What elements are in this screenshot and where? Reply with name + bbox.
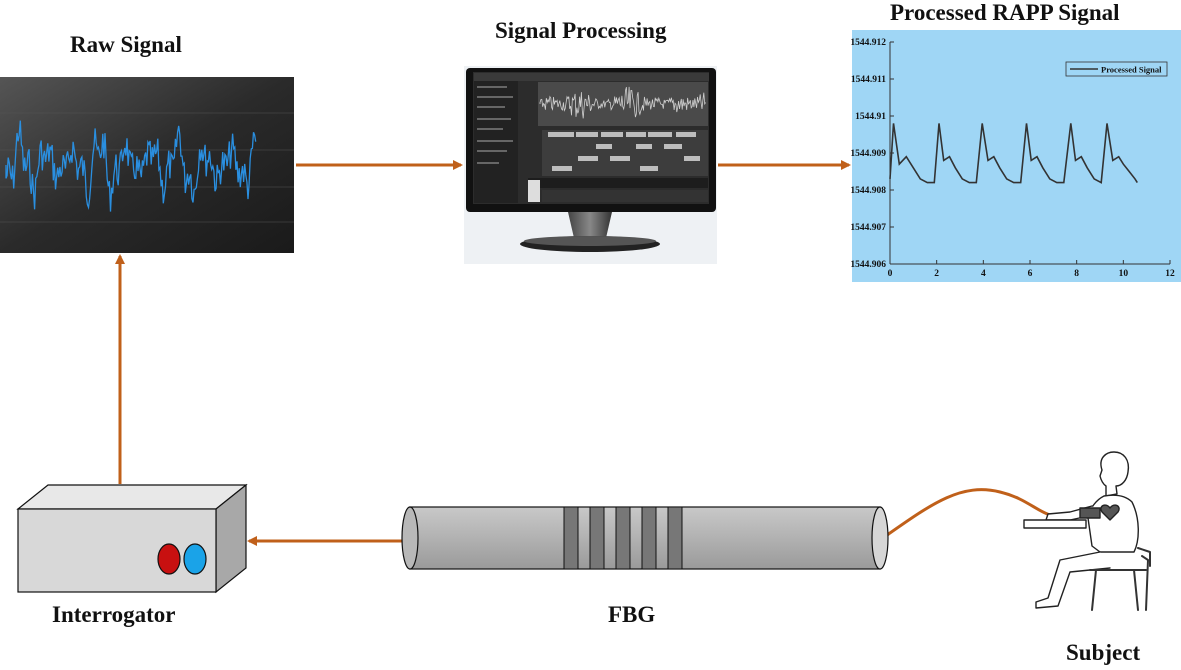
raw-waveform-trace	[5, 120, 257, 212]
daw-sidebar	[474, 73, 518, 203]
fbg-fiber-tube	[401, 506, 889, 570]
daw-audio-track	[538, 82, 708, 126]
x-tick-label: 4	[981, 269, 986, 279]
processed-signal-chart: 1544.9061544.9071544.9081544.9091544.911…	[850, 30, 1181, 282]
x-axis-ticks: 0 2 4 6 8 10 12	[888, 260, 1175, 279]
fbg-gratings	[563, 506, 683, 570]
y-tick-label: 1544.91	[855, 112, 886, 122]
interrogator-device	[16, 483, 248, 594]
chart-legend: Processed Signal	[1065, 61, 1168, 77]
daw-waveform-trace	[539, 86, 706, 119]
heart-icon	[1100, 504, 1120, 521]
raw-signal-title: Raw Signal	[70, 32, 182, 57]
chart-background	[852, 30, 1181, 282]
subject-figure	[1023, 451, 1151, 611]
y-tick-label: 1544.906	[850, 260, 886, 270]
y-tick-label: 1544.911	[851, 75, 886, 85]
blue-knob	[183, 543, 207, 575]
raw-waveform	[5, 120, 257, 212]
daw-sidebar-rows	[477, 86, 513, 164]
signal-processing-title: Signal Processing	[495, 18, 667, 43]
flow-arrows	[115, 160, 1051, 546]
processed-signal-title: Processed RAPP Signal	[890, 0, 1120, 25]
y-tick-label: 1544.909	[850, 149, 886, 159]
raw-signal-panel	[0, 77, 294, 253]
fbg-label: FBG	[608, 602, 656, 627]
y-tick-label: 1544.907	[850, 223, 886, 233]
y-tick-label: 1544.908	[850, 186, 886, 196]
subject-label: Subject	[1066, 640, 1141, 665]
legend-entry: Processed Signal	[1101, 65, 1162, 75]
fiber-subject-to-fbg	[879, 488, 1051, 542]
x-tick-label: 6	[1028, 269, 1033, 279]
x-tick-label: 0	[888, 269, 893, 279]
interrogator-label: Interrogator	[52, 602, 176, 627]
x-tick-label: 12	[1165, 269, 1175, 279]
processed-signal-line	[889, 123, 1138, 184]
blood-pressure-cuff	[1079, 507, 1101, 519]
y-tick-label: 1544.912	[850, 38, 886, 48]
daw-midi-notes	[548, 132, 700, 171]
red-knob	[157, 543, 181, 575]
signal-processing-monitor	[464, 66, 717, 264]
y-axis-ticks: 1544.9061544.9071544.9081544.9091544.911…	[850, 38, 894, 270]
x-tick-label: 2	[934, 269, 939, 279]
x-tick-label: 10	[1119, 269, 1129, 279]
x-tick-label: 8	[1074, 269, 1079, 279]
daw-audio-waveform	[539, 86, 706, 119]
